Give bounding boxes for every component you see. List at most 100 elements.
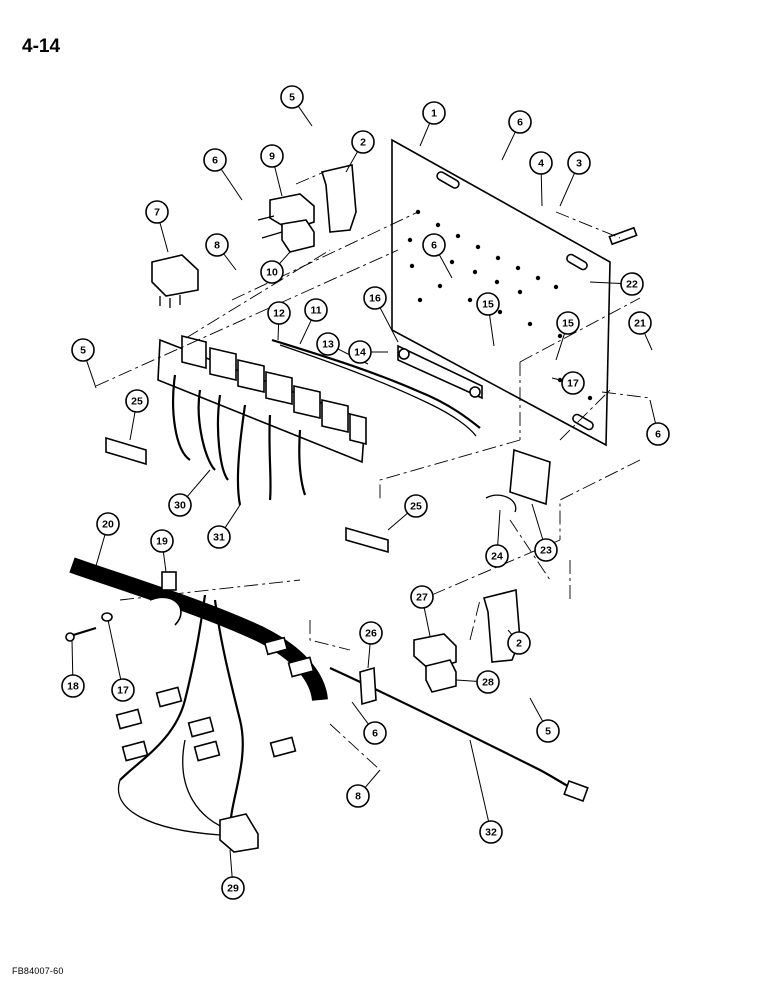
relay-bank: [157, 334, 367, 506]
callout-circle: [203, 148, 227, 172]
callout-leader: [387, 512, 408, 531]
callout-circle: [536, 719, 560, 743]
module-25-right: [345, 526, 389, 554]
callout-circle: [96, 512, 120, 536]
callout-10: 10: [260, 251, 291, 284]
callout-leader: [159, 222, 169, 253]
callout-circle: [646, 422, 670, 446]
callout-28: 28: [455, 670, 500, 694]
callout-12: 12: [267, 301, 291, 341]
callout-6: 6: [646, 399, 670, 446]
callout-leader: [274, 166, 283, 197]
callout-11: 11: [299, 298, 328, 345]
callout-label: 14: [354, 347, 366, 359]
callout-23: 23: [531, 503, 558, 562]
callout-label: 6: [431, 240, 437, 252]
callout-circle: [207, 525, 231, 549]
callout-circle: [280, 85, 304, 109]
callout-2: 2: [345, 130, 375, 173]
callout-30: 30: [168, 469, 211, 517]
callout-circle: [476, 670, 500, 694]
callout-6: 6: [203, 148, 243, 201]
callout-31: 31: [207, 504, 241, 549]
module-25-left: [105, 436, 147, 466]
callout-leader: [129, 411, 136, 441]
callout-leader: [529, 697, 544, 722]
callout-label: 32: [485, 827, 497, 839]
callout-leader: [86, 360, 97, 389]
callout-leader: [423, 607, 431, 637]
callout-6: 6: [501, 110, 532, 161]
callout-8: 8: [205, 233, 237, 271]
callout-label: 29: [227, 883, 239, 895]
callout-25: 25: [387, 494, 428, 531]
callout-16: 16: [363, 286, 399, 343]
callout-leader: [531, 503, 544, 540]
callout-29: 29: [221, 849, 245, 900]
callout-leader: [469, 739, 490, 822]
callout-label: 17: [567, 378, 579, 390]
callout-circle: [221, 876, 245, 900]
callout-leader: [367, 643, 371, 669]
callout-circle: [476, 292, 500, 316]
callout-leader: [223, 253, 237, 271]
callout-circle: [150, 529, 174, 553]
callout-circle: [404, 494, 428, 518]
callout-leader: [555, 333, 566, 361]
callout-circle: [260, 260, 284, 284]
ground-strap-24: [485, 494, 517, 513]
callout-label: 25: [410, 501, 422, 513]
callout-circle: [620, 272, 644, 296]
callout-6: 6: [351, 701, 387, 745]
callout-label: 10: [266, 267, 278, 279]
callout-leader: [419, 122, 431, 147]
callout-label: 5: [80, 345, 86, 357]
callout-label: 6: [517, 117, 523, 129]
callout-2: 2: [507, 629, 531, 655]
harness-connectors: [115, 636, 315, 762]
callout-circle: [304, 298, 328, 322]
callout-22: 22: [589, 272, 644, 296]
callout-20: 20: [95, 512, 120, 567]
callout-label: 2: [516, 638, 522, 650]
callout-label: 2: [360, 137, 366, 149]
callout-label: 6: [372, 728, 378, 740]
callout-label: 19: [156, 536, 168, 548]
callout-circle: [316, 332, 340, 356]
callout-label: 1: [431, 108, 437, 120]
bracket-26: [359, 666, 377, 706]
callout-label: 15: [562, 318, 574, 330]
callout-circle: [260, 144, 284, 168]
callout-18: 18: [61, 639, 85, 698]
callout-leader: [95, 534, 106, 567]
callout-circle: [422, 101, 446, 125]
callout-label: 27: [416, 592, 428, 604]
callout-leader: [278, 251, 291, 265]
callout-leader: [438, 254, 453, 279]
callout-circle: [410, 585, 434, 609]
callout-label: 24: [491, 551, 503, 563]
callout-27: 27: [410, 585, 434, 637]
callout-label: 5: [545, 726, 551, 738]
clamp-19: [161, 571, 177, 591]
callout-leader: [162, 551, 167, 573]
callout-label: 12: [273, 308, 285, 320]
callout-label: 26: [365, 628, 377, 640]
callout-circle: [485, 544, 509, 568]
callout-leader: [379, 307, 399, 343]
callout-leader: [551, 377, 563, 381]
callout-label: 8: [214, 240, 220, 252]
callout-leader: [644, 332, 653, 351]
callout-circle: [351, 130, 375, 154]
page-number: 4-14: [22, 36, 61, 57]
guide-lines: [95, 171, 651, 771]
callout-circle: [71, 338, 95, 362]
callout-14: 14: [348, 340, 388, 364]
callout-leader: [507, 629, 513, 635]
callout-26: 26: [359, 621, 383, 669]
callout-6: 6: [422, 233, 453, 279]
callout-label: 21: [634, 318, 646, 330]
callout-leader: [229, 849, 233, 878]
callout-circle: [205, 233, 229, 257]
